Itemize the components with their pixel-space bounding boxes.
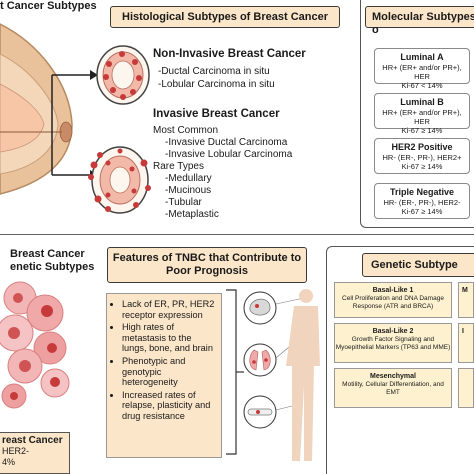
bottom-left-footer-box: reast Cancer HER2- 4%	[0, 432, 70, 474]
molecular-panel-border	[360, 0, 474, 228]
most-common-item: -Invasive Lobular Carcinoma	[165, 149, 293, 160]
metastasis-illustration	[226, 289, 320, 461]
subtype-receptor: HR- (ER-, PR-), HER2-	[383, 198, 461, 207]
subtype-title: Luminal B	[400, 97, 444, 107]
basal-like-2-card: Basal-Like 2 Growth Factor Signaling and…	[334, 323, 452, 363]
section-divider	[0, 234, 474, 235]
triple-negative-card: Triple Negative HR- (ER-, PR-), HER2- Ki…	[374, 183, 470, 219]
subtype-ki67: Ki-67 ≥ 14%	[401, 126, 443, 135]
subtype-title: HER2 Positive	[391, 142, 453, 152]
genetic-subtype-desc: Motility, Cellular Differentiation, and …	[342, 381, 444, 396]
subtype-title: Luminal A	[400, 52, 444, 62]
genetic-subtype-title: Basal-Like 2	[372, 328, 414, 335]
tnbc-feature-item: Lack of ER, PR, HER2 receptor expression	[122, 299, 217, 320]
luminal-b-card: Luminal B HR+ (ER+ and/or PR+), HER Ki-6…	[374, 93, 470, 135]
subtype-ki67: Ki-67 < 14%	[401, 81, 443, 90]
rare-type-item: -Medullary	[165, 173, 212, 184]
genetic-subtype-title: Mesenchymal	[370, 373, 416, 380]
genetic-side-card: M	[458, 282, 474, 318]
genetic-subtype-title: Basal-Like 1	[372, 287, 414, 294]
mesenchymal-card: Mesenchymal Motility, Cellular Different…	[334, 368, 452, 408]
bottom-left-title-line: Breast Cancer	[10, 248, 85, 260]
genetic-side-card-letter: M	[462, 287, 468, 294]
tnbc-features-header: Features of TNBC that Contribute to Poor…	[107, 247, 307, 283]
histological-subtypes-header: Histological Subtypes of Breast Cancer	[110, 6, 340, 28]
subtype-receptor: HR+ (ER+ and/or PR+), HER	[382, 63, 462, 81]
bottom-left-title: Breast Cancer enetic Subtypes	[0, 248, 94, 274]
tnbc-features-list: Lack of ER, PR, HER2 receptor expression…	[109, 299, 217, 422]
genetic-side-card: I	[458, 323, 474, 363]
noninvasive-item: -Lobular Carcinoma in situ	[158, 79, 275, 90]
invasive-title: Invasive Breast Cancer	[153, 108, 280, 120]
most-common-label: Most Common	[153, 125, 219, 136]
tnbc-header-line: Poor Prognosis	[166, 265, 248, 277]
most-common-item: -Invasive Ductal Carcinoma	[165, 137, 288, 148]
molecular-subtypes-header: Molecular Subtypes o	[365, 6, 474, 36]
basal-like-1-card: Basal-Like 1 Cell Proliferation and DNA …	[334, 282, 452, 318]
noninvasive-item: -Ductal Carcinoma in situ	[158, 66, 270, 77]
breast-illustration	[0, 23, 73, 195]
subtype-ki67: Ki-67 ≥ 14%	[401, 162, 443, 171]
footer-line: HER2-	[2, 446, 30, 456]
rare-types-label: Rare Types	[153, 161, 204, 172]
histology-arrows	[51, 70, 98, 180]
luminal-a-card: Luminal A HR+ (ER+ and/or PR+), HER Ki-6…	[374, 48, 470, 90]
rare-type-item: -Metaplastic	[165, 209, 219, 220]
tnbc-feature-item: Phenotypic and genotypic heterogeneity	[122, 356, 217, 388]
rare-type-item: -Tubular	[165, 197, 202, 208]
tnbc-features-box: Lack of ER, PR, HER2 receptor expression…	[106, 293, 222, 458]
genetic-panel-border	[326, 246, 474, 474]
bottom-left-title-line: enetic Subtypes	[10, 261, 95, 273]
top-left-title: t Cancer Subtypes	[0, 0, 97, 12]
her2-positive-card: HER2 Positive HR- (ER-, PR-), HER2+ Ki-6…	[374, 138, 470, 174]
noninvasive-duct-icon	[96, 45, 150, 105]
rare-type-item: -Mucinous	[165, 185, 212, 196]
footer-title: reast Cancer	[2, 435, 63, 446]
tnbc-header-line: Features of TNBC that Contribute to	[112, 252, 302, 264]
subtype-ki67: Ki-67 ≥ 14%	[401, 207, 443, 216]
genetic-subtypes-header: Genetic Subtype	[362, 253, 474, 277]
footer-line: 4%	[2, 457, 16, 467]
genetic-subtype-desc: Growth Factor Signaling and Myoepithelia…	[335, 336, 451, 351]
tumor-cells-illustration	[0, 281, 70, 409]
tnbc-feature-item: Increased rates of relapse, plasticity a…	[122, 390, 217, 422]
subtype-title: Triple Negative	[389, 187, 455, 197]
genetic-side-card	[458, 368, 474, 408]
subtype-receptor: HR- (ER-, PR-), HER2+	[382, 153, 462, 162]
invasive-duct-icon	[88, 146, 151, 214]
subtype-receptor: HR+ (ER+ and/or PR+), HER	[382, 108, 462, 126]
tnbc-feature-item: High rates of metastasis to the lungs, b…	[122, 322, 217, 354]
genetic-side-card-letter: I	[462, 328, 464, 335]
genetic-subtype-desc: Cell Proliferation and DNA Damage Respon…	[342, 295, 444, 310]
noninvasive-title: Non-Invasive Breast Cancer	[153, 48, 306, 60]
